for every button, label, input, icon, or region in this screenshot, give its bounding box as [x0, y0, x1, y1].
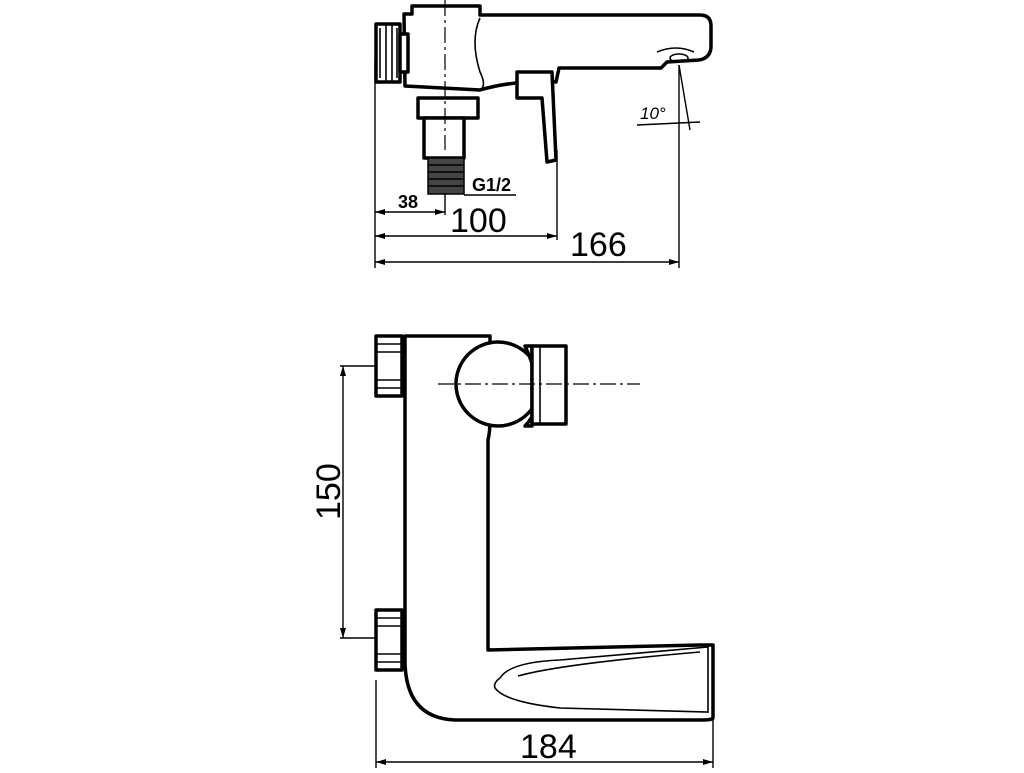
dim-166-label: 166 [570, 226, 627, 264]
thread-spec-label: G1/2 [472, 175, 511, 195]
side-body-outline [402, 4, 713, 92]
dim-100-label: 100 [450, 202, 507, 240]
dim-184-label: 184 [520, 728, 577, 766]
side-connector [416, 96, 480, 120]
front-spout-opening [493, 646, 709, 713]
front-bottom-fitting [374, 608, 404, 672]
side-view: G1/2 38 100 166 10° [374, 0, 713, 268]
dim-150-label: 150 [310, 463, 348, 520]
front-view: 150 184 [310, 334, 715, 768]
front-body-outline [403, 334, 715, 722]
dim-38-label: 38 [398, 192, 418, 212]
side-lever [515, 70, 558, 164]
angle-label: 10° [640, 104, 666, 123]
side-thread [427, 157, 465, 195]
front-lever-cap [530, 344, 568, 426]
front-top-fitting [374, 334, 404, 398]
